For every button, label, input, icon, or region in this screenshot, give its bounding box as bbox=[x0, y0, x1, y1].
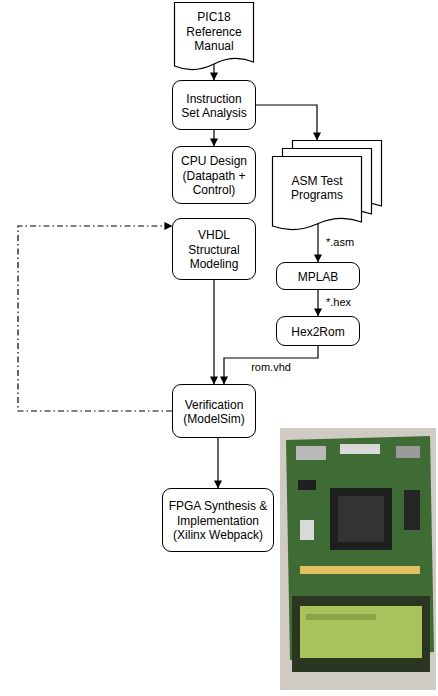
node-text: FPGA Synthesis & Implementation (Xilinx … bbox=[167, 499, 269, 542]
node-text: PIC18 Reference Manual bbox=[178, 10, 250, 53]
component bbox=[300, 520, 314, 540]
flow-arrow bbox=[213, 280, 214, 384]
component bbox=[404, 490, 420, 530]
fpga-chip-top bbox=[338, 496, 384, 542]
lcd-screen bbox=[300, 606, 422, 658]
node-text: Hex2Rom bbox=[291, 325, 344, 339]
flow-arrow bbox=[213, 130, 214, 146]
flow-arrow bbox=[213, 64, 214, 80]
node-label: CPU Design (Datapath + Control) bbox=[173, 147, 255, 205]
file-label: *.hex bbox=[324, 296, 353, 309]
node-text: VHDL Structural Modeling bbox=[177, 228, 251, 271]
node-text: Verification (ModelSim) bbox=[177, 398, 251, 427]
header-pins bbox=[300, 566, 420, 574]
document-sheet bbox=[273, 157, 362, 230]
connector bbox=[340, 444, 380, 454]
node-label: VHDL Structural Modeling bbox=[173, 219, 255, 281]
node-label: ASM Test Programs bbox=[272, 140, 382, 232]
node-text: CPU Design (Datapath + Control) bbox=[177, 154, 251, 197]
node-text: Instruction Set Analysis bbox=[177, 92, 251, 121]
document-shape: PIC18 Reference Manual bbox=[174, 2, 254, 72]
process-box: Instruction Set Analysis bbox=[172, 80, 256, 130]
node-label: PIC18 Reference Manual bbox=[174, 2, 254, 72]
node-label: Hex2Rom bbox=[277, 317, 359, 347]
feedback-arrow bbox=[18, 226, 172, 411]
node-text: MPLAB bbox=[298, 270, 339, 284]
node-label: MPLAB bbox=[277, 263, 359, 291]
process-box: Hex2Rom bbox=[276, 316, 360, 346]
file-label: rom.vhd bbox=[249, 361, 293, 374]
node-label: FPGA Synthesis & Implementation (Xilinx … bbox=[163, 489, 273, 553]
photo-background bbox=[280, 428, 436, 690]
document-sheet bbox=[175, 3, 254, 70]
process-box: Verification (ModelSim) bbox=[172, 384, 256, 438]
connector bbox=[296, 446, 326, 460]
flow-arrow bbox=[256, 105, 317, 140]
node-label: Verification (ModelSim) bbox=[173, 385, 255, 439]
pcb bbox=[286, 436, 434, 660]
component bbox=[298, 480, 316, 490]
process-box: CPU Design (Datapath + Control) bbox=[172, 146, 256, 204]
connector bbox=[396, 446, 420, 458]
process-box: VHDL Structural Modeling bbox=[172, 218, 256, 280]
process-box: MPLAB bbox=[276, 262, 360, 290]
flow-arrow bbox=[317, 290, 318, 316]
node-label: Instruction Set Analysis bbox=[173, 81, 255, 131]
process-box: FPGA Synthesis & Implementation (Xilinx … bbox=[162, 488, 274, 552]
node-text: ASM Test Programs bbox=[276, 174, 358, 203]
flow-arrow bbox=[224, 346, 318, 384]
lcd-pixels bbox=[306, 614, 376, 620]
file-label: *.asm bbox=[324, 236, 356, 249]
flow-arrow bbox=[317, 224, 318, 262]
multi-document-shape: ASM Test Programs bbox=[272, 140, 382, 232]
fpga-chip bbox=[330, 488, 392, 550]
flow-arrow bbox=[217, 438, 218, 488]
lcd-frame bbox=[292, 596, 430, 672]
